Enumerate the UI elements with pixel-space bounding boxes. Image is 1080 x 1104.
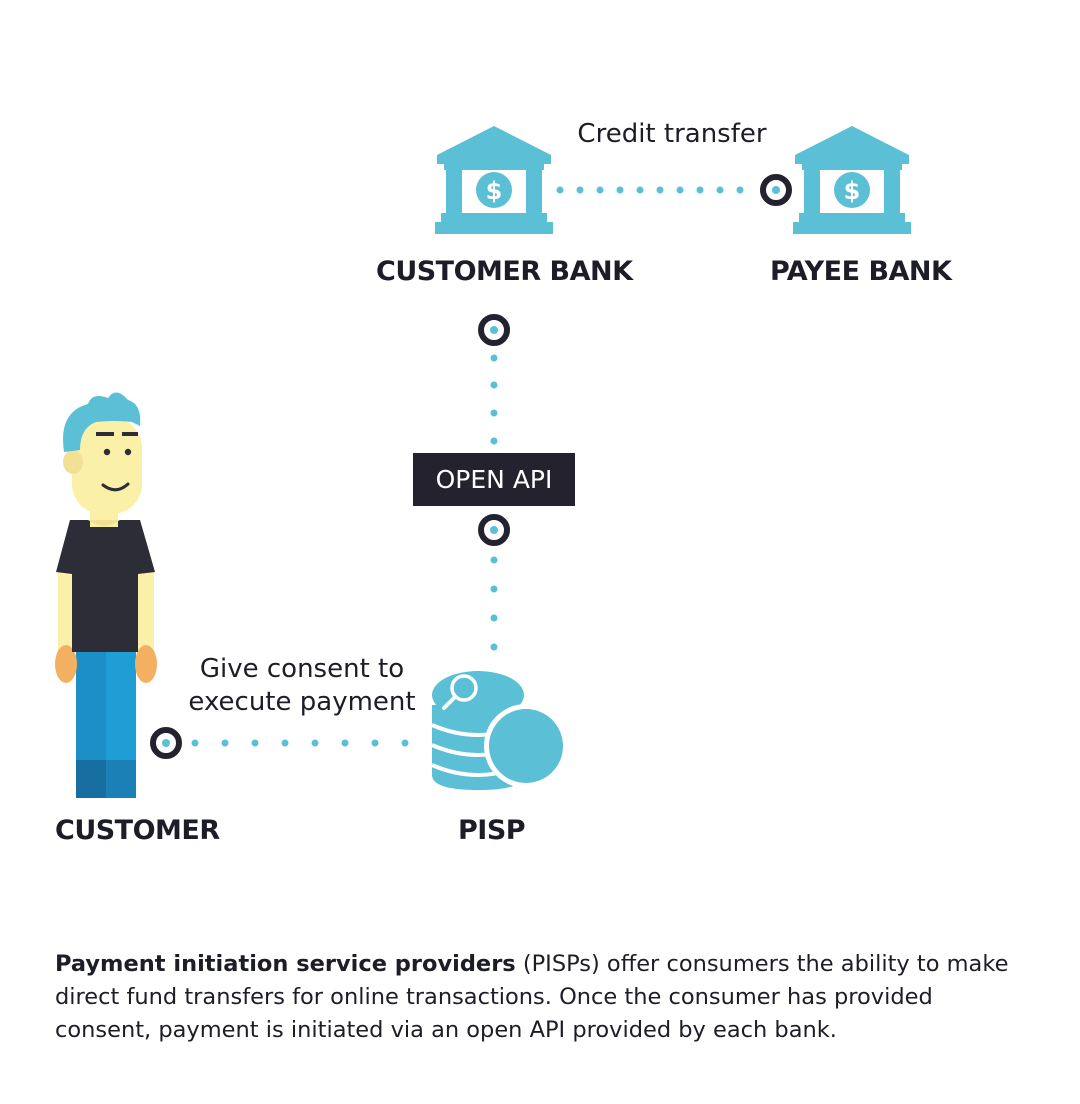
consent-label-line2: execute payment <box>188 687 416 717</box>
caption-line1-rest: (PISPs) offer consumers the ability to m… <box>515 951 1009 977</box>
bank-api-connector <box>490 354 498 445</box>
connector-ring-icon <box>150 727 182 759</box>
payee-bank-label: PAYEE BANK <box>770 256 952 287</box>
open-api-badge: OPEN API <box>413 453 575 506</box>
caption-line3: consent, payment is initiated via an ope… <box>55 1017 837 1043</box>
caption-line2: direct fund transfers for online transac… <box>55 984 933 1010</box>
customer-bank-label: CUSTOMER BANK <box>376 256 633 287</box>
consent-connector <box>191 739 409 747</box>
consent-label-line1: Give consent to <box>199 654 405 684</box>
credit-transfer-connector <box>556 186 744 194</box>
connector-ring-icon <box>760 174 792 206</box>
caption-bold-lead: Payment initiation service providers <box>55 951 516 977</box>
bank-icon: $ <box>435 126 553 234</box>
dollar-icon: $ <box>476 172 512 208</box>
magnifier-icon <box>442 674 478 710</box>
coin-icon <box>484 704 568 788</box>
api-pisp-connector <box>490 556 498 651</box>
description-caption: Payment initiation service providers (PI… <box>55 948 1045 1047</box>
connector-ring-icon <box>478 514 510 546</box>
customer-illustration <box>55 392 157 798</box>
consent-label: Give consent to execute payment <box>182 653 422 719</box>
credit-transfer-label: Credit transfer <box>577 119 767 149</box>
pisp-label: PISP <box>458 815 526 846</box>
caption-line1: Payment initiation service providers (PI… <box>55 948 1045 981</box>
svg-text:$: $ <box>486 177 503 205</box>
connector-ring-icon <box>478 314 510 346</box>
dollar-icon: $ <box>834 172 870 208</box>
bank-icon: $ <box>793 126 911 234</box>
customer-label: CUSTOMER <box>55 815 220 846</box>
svg-text:$: $ <box>844 177 861 205</box>
